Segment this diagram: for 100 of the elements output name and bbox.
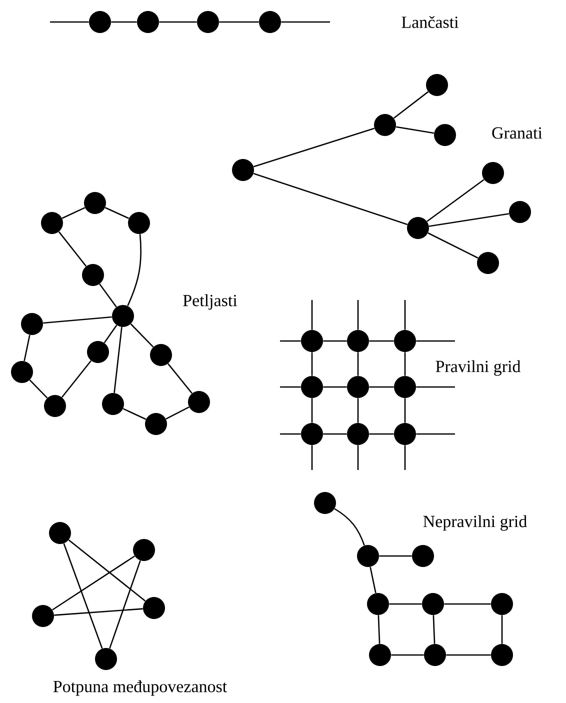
connector-line (323, 340, 347, 342)
connector-line (369, 433, 394, 435)
connector-line (280, 386, 301, 388)
network-node (84, 192, 106, 214)
network-node (137, 11, 159, 33)
network-node (89, 11, 111, 33)
connector-line (311, 398, 313, 423)
network-node (44, 395, 66, 417)
connector-line (99, 284, 117, 308)
connector-line (311, 445, 313, 470)
network-node (133, 539, 155, 561)
network-node (232, 159, 254, 181)
connector-line (168, 363, 192, 394)
connector-line (54, 608, 143, 616)
network-node (422, 593, 444, 615)
network-node (301, 423, 323, 445)
connector-line (61, 360, 92, 398)
connector-line (280, 340, 301, 342)
topology-label: Granati (492, 127, 542, 139)
network-node (11, 361, 33, 383)
network-node (32, 605, 54, 627)
topology-label: Petljasti (183, 294, 238, 310)
network-node (21, 313, 43, 335)
network-node (347, 376, 369, 398)
connector-line (404, 445, 406, 470)
network-node (407, 217, 429, 239)
network-node (112, 305, 134, 327)
connector-line (219, 21, 259, 23)
network-node (301, 330, 323, 352)
connector-line (428, 232, 478, 259)
connector-line (379, 555, 412, 557)
connector-line (127, 234, 142, 306)
connector-line (62, 207, 86, 219)
connector-line (68, 539, 146, 602)
topology-label: Pravilni grid (436, 360, 521, 376)
connector-line (391, 654, 424, 656)
connector-line (130, 324, 154, 348)
connector-line (323, 386, 347, 388)
connector-line (357, 300, 359, 330)
network-node (491, 644, 513, 666)
network-node (367, 593, 389, 615)
connector-line (393, 91, 429, 119)
connector-line (114, 327, 122, 393)
connector-line (281, 21, 330, 23)
connector-line (253, 172, 408, 226)
network-node (426, 74, 448, 96)
network-node (150, 344, 172, 366)
connector-line (24, 334, 30, 362)
connector-line (501, 615, 503, 644)
connector-line (63, 543, 103, 649)
connector-line (50, 21, 89, 23)
connector-line (404, 352, 406, 376)
network-node (87, 341, 109, 363)
topology-label: Lančasti (402, 16, 458, 28)
connector-line (370, 566, 376, 594)
connector-line (426, 179, 484, 222)
network-node (482, 162, 504, 184)
connector-line (104, 207, 130, 219)
network-node (95, 648, 117, 670)
network-node (259, 11, 281, 33)
network-node (301, 376, 323, 398)
network-node (412, 545, 434, 567)
connector-line (334, 508, 365, 546)
connector-line (323, 433, 347, 435)
connector-line (159, 21, 197, 23)
connector-line (444, 603, 491, 605)
connector-line (428, 213, 510, 227)
connector-line (446, 654, 491, 656)
network-node (102, 393, 124, 415)
connector-line (311, 300, 313, 330)
network-node (394, 330, 416, 352)
network-node (82, 264, 104, 286)
connector-line (29, 380, 48, 398)
connector-line (369, 386, 394, 388)
connector-line (357, 445, 359, 470)
network-node (394, 376, 416, 398)
topology-label: Potpuna međupovezanost (53, 680, 228, 696)
connector-line (396, 126, 434, 134)
connector-line (122, 408, 146, 420)
network-node (434, 124, 456, 146)
network-node (143, 597, 165, 619)
connector-line (166, 406, 190, 420)
network-node (477, 252, 499, 274)
connector-line (109, 560, 141, 649)
connector-line (253, 128, 375, 168)
network-node (509, 201, 531, 223)
network-node (49, 522, 71, 544)
network-node (347, 330, 369, 352)
connector-line (104, 324, 118, 344)
connector-line (416, 340, 455, 342)
network-node (424, 644, 446, 666)
network-node (41, 212, 63, 234)
connector-line (404, 300, 406, 330)
connector-line (416, 433, 455, 435)
topology-label: Nepravilni grid (423, 515, 527, 531)
network-node (188, 391, 210, 413)
network-node (357, 545, 379, 567)
connector-line (404, 398, 406, 423)
network-node (374, 114, 396, 136)
network-node (314, 492, 336, 514)
